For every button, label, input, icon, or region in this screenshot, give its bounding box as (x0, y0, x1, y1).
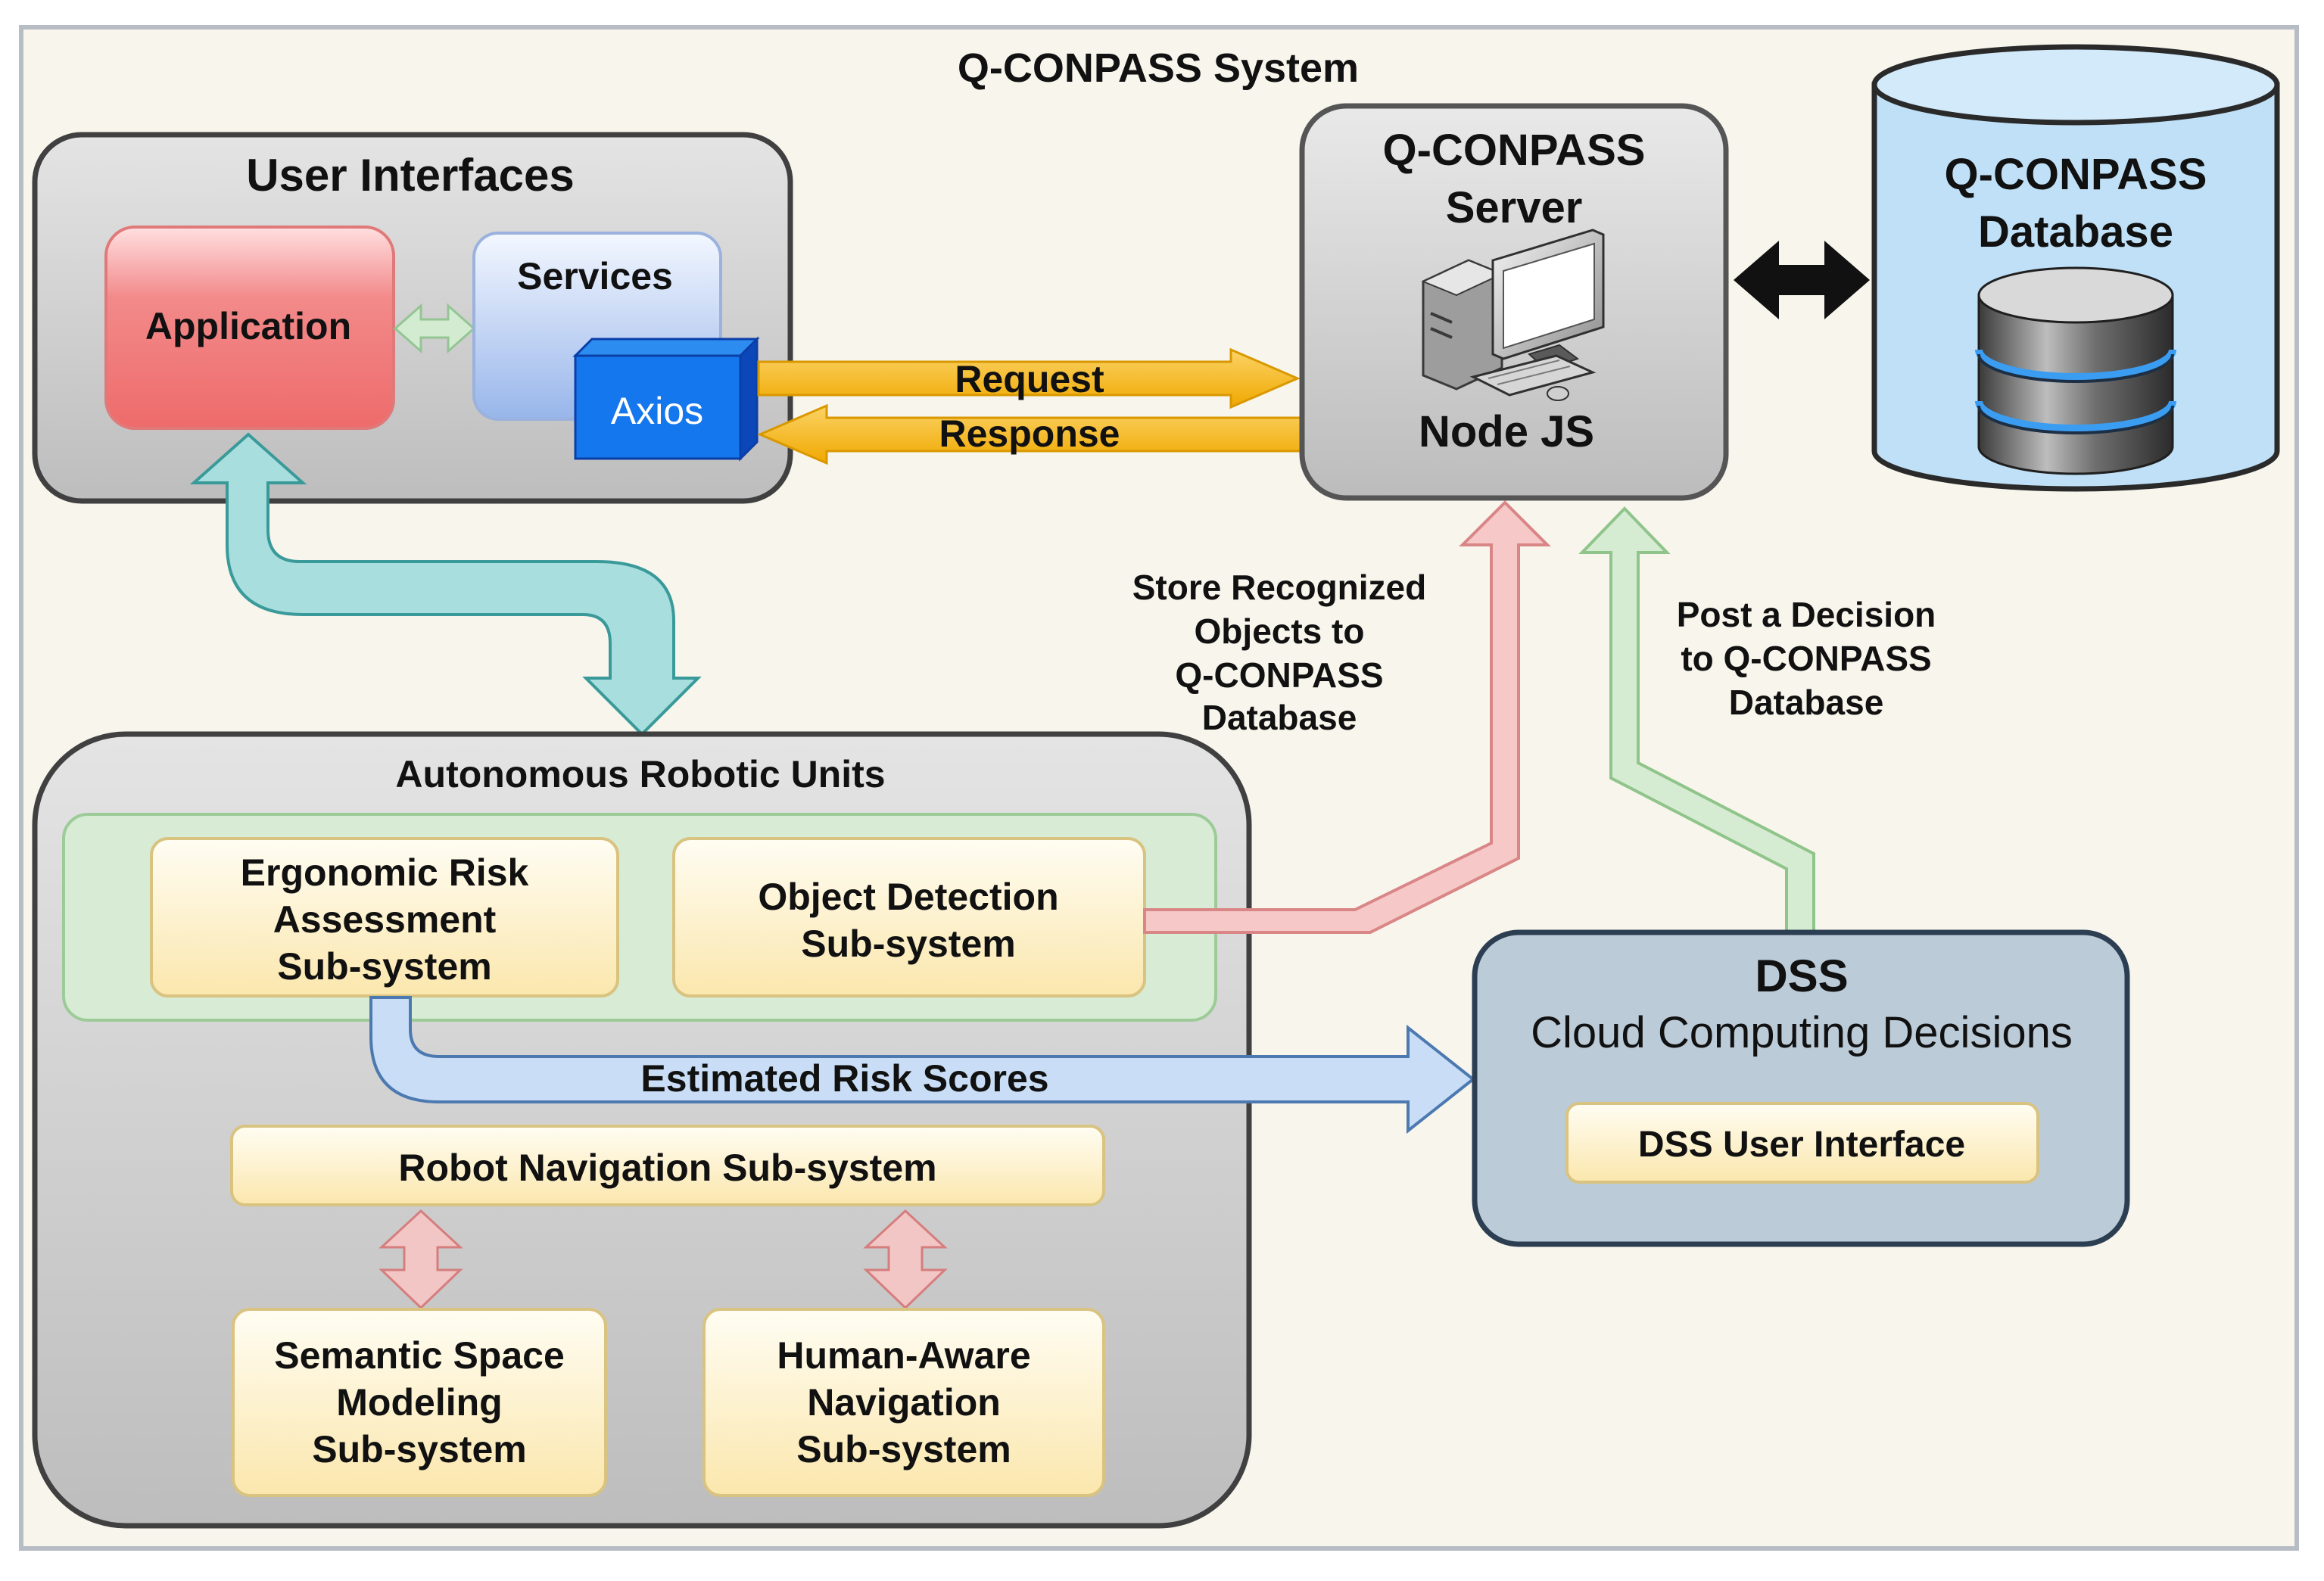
server-panel: Q-CONPASS Server Node JS (1299, 103, 1729, 501)
semantic-space-line2: Modeling (336, 1381, 502, 1424)
store-objects-line3: Q-CONPASS (1175, 655, 1383, 695)
response-arrow (757, 403, 1302, 465)
store-objects-line2: Objects to (1195, 612, 1365, 651)
database-title-line1: Q-CONPASS (1945, 150, 2207, 199)
robot-navigation-label: Robot Navigation Sub-system (398, 1147, 936, 1189)
computer-icon (1421, 229, 1605, 401)
application-box (104, 226, 395, 430)
services-label: Services (517, 255, 673, 297)
post-decision-line1: Post a Decision (1677, 595, 1936, 634)
store-objects-line4: Database (1202, 698, 1357, 737)
post-decision-line3: Database (1729, 683, 1884, 722)
robot-navigation-box (230, 1125, 1105, 1206)
database-title-line2: Database (1978, 207, 2173, 257)
user-interfaces-title: User Interfaces (246, 150, 575, 201)
database-cylinder: Q-CONPASS Database (1871, 44, 2280, 492)
server-title-line2: Server (1446, 183, 1583, 232)
robotic-units-panel: Autonomous Robotic Units Ergonomic Risk … (32, 731, 1252, 1529)
store-objects-line1: Store Recognized (1132, 568, 1427, 607)
semantic-space-box (232, 1308, 607, 1497)
store-objects-arrow (1143, 500, 1551, 934)
user-interfaces-panel: User Interfaces Application Services Axi… (32, 132, 793, 504)
database-icon (1975, 266, 2176, 475)
human-aware-line3: Sub-system (796, 1428, 1011, 1471)
dss-user-interface-label: DSS User Interface (1638, 1125, 1965, 1165)
server-database-double-arrow (1734, 241, 1870, 319)
semantic-space-line1: Semantic Space (274, 1334, 565, 1377)
application-label: Application (145, 305, 351, 347)
axios-label: Axios (611, 390, 703, 432)
dss-panel: DSS Cloud Computing Decisions DSS User I… (1472, 929, 2130, 1247)
ergonomic-risk-line1: Ergonomic Risk (241, 851, 529, 894)
axios-cube: Axios (572, 336, 760, 462)
request-arrow (757, 347, 1301, 409)
server-title-line1: Q-CONPASS (1383, 126, 1646, 175)
object-detection-line1: Object Detection (758, 876, 1058, 918)
system-title: Q-CONPASS System (958, 45, 1359, 91)
risk-scores-label: Estimated Risk Scores (640, 1057, 1048, 1100)
dss-user-interface-box (1565, 1102, 2039, 1184)
ergonomic-risk-line3: Sub-system (277, 945, 491, 988)
server-runtime-label: Node JS (1419, 407, 1594, 456)
post-decision-line2: to Q-CONPASS (1681, 639, 1931, 678)
human-aware-line2: Navigation (807, 1381, 1001, 1424)
risk-scores-arrow (369, 996, 1476, 1134)
post-decision-arrow (1578, 506, 1815, 934)
human-aware-line1: Human-Aware (777, 1334, 1030, 1377)
object-detection-line2: Sub-system (801, 923, 1015, 965)
robotic-units-title: Autonomous Robotic Units (395, 753, 885, 795)
response-label: Response (939, 412, 1120, 455)
request-label: Request (955, 358, 1104, 400)
semantic-space-line3: Sub-system (312, 1428, 526, 1471)
ergonomic-risk-line2: Assessment (273, 898, 497, 941)
human-aware-box (702, 1308, 1105, 1497)
dss-title: DSS (1755, 951, 1848, 1001)
ui-robotic-double-arrow (189, 432, 702, 736)
dss-subtitle: Cloud Computing Decisions (1531, 1008, 2073, 1057)
